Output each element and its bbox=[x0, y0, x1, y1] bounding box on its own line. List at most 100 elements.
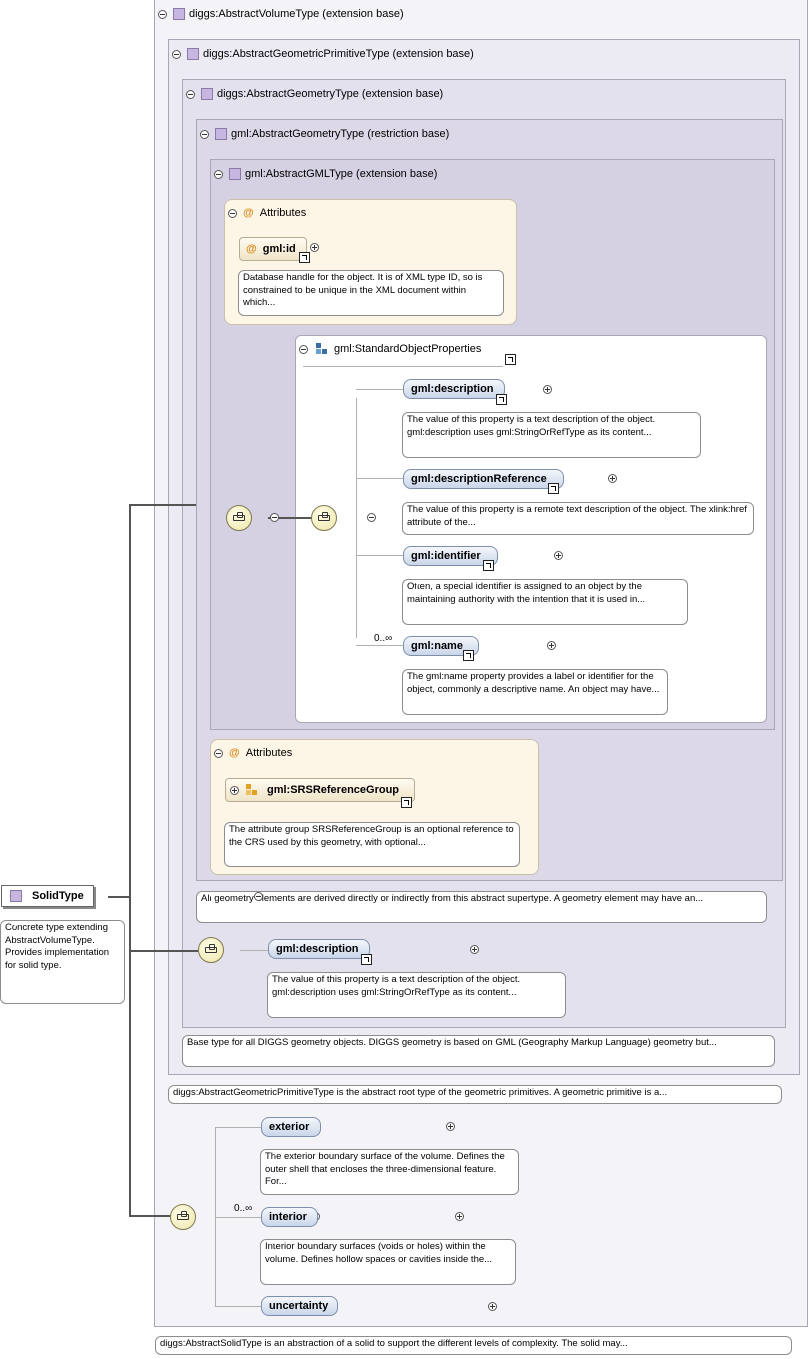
exterior-element[interactable]: exterior bbox=[261, 1117, 321, 1137]
attribute-icon: @ bbox=[229, 747, 240, 759]
expand-icon[interactable] bbox=[547, 641, 557, 650]
uncertainty-element[interactable]: uncertainty bbox=[261, 1296, 338, 1316]
solid-type-doc: Concrete type extending AbstractVolumeTy… bbox=[0, 920, 125, 1004]
attribute-icon: @ bbox=[246, 243, 257, 255]
expand-icon[interactable] bbox=[543, 385, 553, 394]
connector-line bbox=[108, 896, 131, 898]
panel-title: gml:AbstractGeometryType (restriction ba… bbox=[231, 128, 450, 140]
abstract-solid-type-doc: diggs:AbstractSolidType is an abstractio… bbox=[155, 1336, 792, 1355]
connector-line bbox=[356, 645, 404, 646]
link-icon[interactable] bbox=[299, 252, 310, 263]
attributes-label: Attributes bbox=[259, 207, 307, 219]
sequence-icon bbox=[198, 937, 224, 963]
gml-name-element[interactable]: gml:name bbox=[403, 636, 479, 656]
expand-icon[interactable] bbox=[554, 551, 564, 560]
collapse-icon[interactable] bbox=[367, 513, 377, 522]
connector-line bbox=[131, 1215, 171, 1217]
collapse-icon[interactable] bbox=[214, 169, 223, 179]
expand-icon[interactable] bbox=[445, 1122, 455, 1131]
expand-icon[interactable] bbox=[310, 243, 319, 252]
element-label: interior bbox=[269, 1211, 307, 1223]
complex-type-icon bbox=[201, 88, 213, 100]
element-label: exterior bbox=[269, 1121, 310, 1133]
sequence-icon bbox=[226, 505, 252, 531]
divider bbox=[303, 366, 503, 367]
link-icon[interactable] bbox=[401, 797, 412, 808]
connector-line bbox=[215, 1306, 261, 1307]
complex-type-icon bbox=[229, 168, 241, 180]
collapse-icon[interactable] bbox=[200, 129, 209, 139]
abstract-geometric-primitive-doc: diggs:AbstractGeometricPrimitiveType is … bbox=[168, 1085, 782, 1104]
link-icon[interactable] bbox=[548, 483, 559, 494]
standard-object-properties-title: gml:StandardObjectProperties bbox=[334, 343, 482, 355]
connector-line bbox=[356, 555, 404, 556]
connector-line bbox=[240, 950, 268, 951]
diggs-gml-description-element[interactable]: gml:description bbox=[268, 939, 370, 959]
cardinality-label: 0..∞ bbox=[234, 1203, 253, 1214]
expand-icon[interactable] bbox=[487, 1302, 497, 1311]
panel-abstract-geometric-primitive-type-header[interactable]: diggs:AbstractGeometricPrimitiveType (ex… bbox=[172, 46, 474, 62]
connector-line bbox=[356, 398, 357, 638]
link-icon[interactable] bbox=[496, 394, 507, 405]
link-icon[interactable] bbox=[463, 650, 474, 661]
interior-element[interactable]: interior bbox=[261, 1207, 318, 1227]
collapse-icon[interactable] bbox=[172, 49, 181, 59]
element-label: uncertainty bbox=[269, 1300, 329, 1312]
attribute-group-icon bbox=[246, 784, 258, 796]
element-label: gml:descriptionReference bbox=[411, 473, 547, 485]
attributes-header[interactable]: @ Attributes bbox=[228, 205, 306, 221]
gml-description-element[interactable]: gml:description bbox=[403, 379, 505, 399]
gml-identifier-element[interactable]: gml:identifier bbox=[403, 546, 498, 566]
connector-line bbox=[268, 517, 312, 519]
gml-id-attribute[interactable]: @ gml:id bbox=[239, 237, 307, 261]
gml-id-label: gml:id bbox=[262, 243, 296, 255]
interior-doc: Interior boundary surfaces (voids or hol… bbox=[260, 1239, 516, 1285]
panel-gml-abstract-geometry-type-header[interactable]: gml:AbstractGeometryType (restriction ba… bbox=[200, 126, 449, 142]
exterior-doc: The exterior boundary surface of the vol… bbox=[260, 1149, 519, 1195]
panel-title: gml:AbstractGMLType (extension base) bbox=[245, 168, 438, 180]
diggs-abstract-geometry-doc: Base type for all DIGGS geometry objects… bbox=[182, 1035, 775, 1067]
expand-icon[interactable] bbox=[608, 474, 618, 483]
gml-id-doc: Database handle for the object. It is of… bbox=[238, 270, 504, 316]
connector-line bbox=[131, 950, 198, 952]
complex-type-icon bbox=[173, 8, 185, 20]
element-label: gml:description bbox=[411, 383, 494, 395]
panel-abstract-volume-type-header[interactable]: diggs:AbstractVolumeType (extension base… bbox=[158, 6, 404, 22]
srs-reference-group-label: gml:SRSReferenceGroup bbox=[267, 784, 400, 796]
collapse-icon[interactable] bbox=[253, 892, 263, 901]
standard-object-properties-header[interactable]: gml:StandardObjectProperties bbox=[299, 341, 481, 357]
gml-description-reference-element[interactable]: gml:descriptionReference bbox=[403, 469, 564, 489]
expand-icon[interactable] bbox=[469, 945, 479, 954]
link-icon[interactable] bbox=[361, 954, 372, 965]
expand-icon[interactable] bbox=[230, 785, 239, 795]
collapse-icon[interactable] bbox=[214, 748, 223, 758]
sequence-icon bbox=[311, 505, 337, 531]
element-label: gml:description bbox=[276, 943, 359, 955]
attributes-header[interactable]: @ Attributes bbox=[214, 745, 292, 761]
solid-type-root[interactable]: SolidType bbox=[1, 885, 94, 907]
link-icon[interactable] bbox=[505, 354, 516, 365]
gml-description-reference-doc: The value of this property is a remote t… bbox=[402, 502, 754, 535]
gml-description-doc: The value of this property is a text des… bbox=[402, 412, 701, 458]
link-icon[interactable] bbox=[483, 560, 494, 571]
complex-type-icon bbox=[10, 890, 22, 902]
cardinality-label: 0..∞ bbox=[374, 633, 393, 644]
connector-line bbox=[129, 504, 131, 1217]
collapse-icon[interactable] bbox=[228, 208, 237, 218]
gml-abstract-geometry-doc: All geometry elements are derived direct… bbox=[196, 891, 767, 923]
collapse-icon[interactable] bbox=[299, 344, 308, 354]
sequence-icon bbox=[170, 1204, 196, 1230]
collapse-icon[interactable] bbox=[158, 9, 167, 19]
srs-reference-group[interactable]: gml:SRSReferenceGroup bbox=[225, 778, 415, 802]
element-label: gml:name bbox=[411, 640, 463, 652]
panel-title: diggs:AbstractGeometryType (extension ba… bbox=[217, 88, 444, 100]
collapse-icon[interactable] bbox=[186, 89, 195, 99]
collapse-icon[interactable] bbox=[270, 513, 280, 522]
panel-gml-abstract-gml-type-header[interactable]: gml:AbstractGMLType (extension base) bbox=[214, 166, 437, 182]
expand-icon[interactable] bbox=[454, 1212, 464, 1221]
connector-line bbox=[131, 504, 196, 506]
root-name: SolidType bbox=[32, 890, 84, 902]
panel-diggs-abstract-geometry-type-header[interactable]: diggs:AbstractGeometryType (extension ba… bbox=[186, 86, 443, 102]
connector-line bbox=[356, 389, 404, 390]
gml-name-doc: The gml:name property provides a label o… bbox=[402, 669, 668, 715]
